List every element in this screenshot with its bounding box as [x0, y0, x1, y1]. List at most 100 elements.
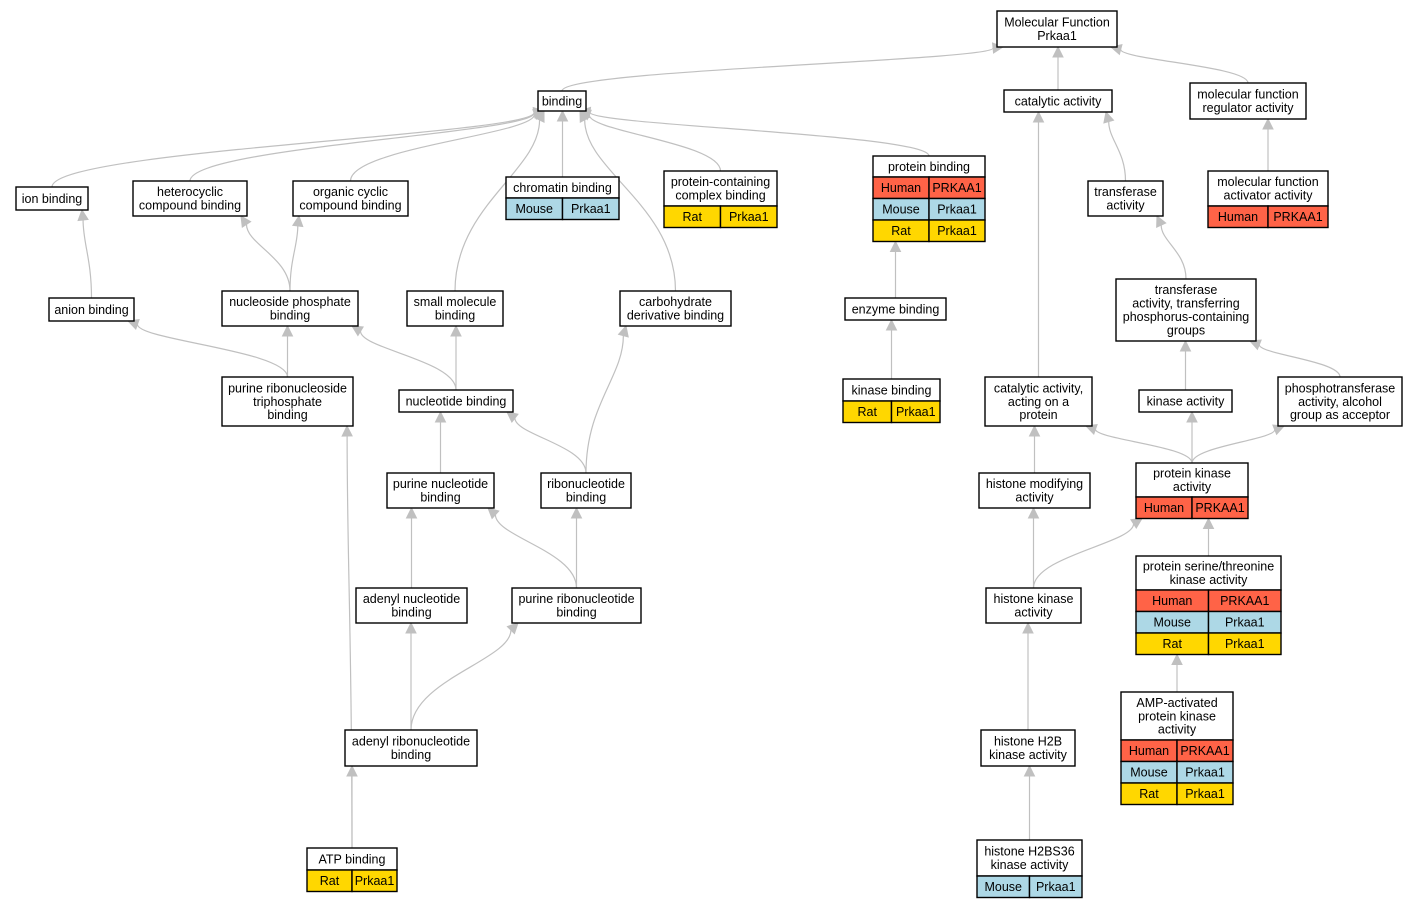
term-label: kinase activity — [1170, 573, 1249, 587]
gene-symbol: Prkaa1 — [896, 405, 936, 419]
term-node-ion-binding[interactable]: ion binding — [15, 186, 89, 211]
edge-ribonucleotide-to-carbohydrate-deriv — [585, 324, 629, 474]
term-box — [1189, 82, 1307, 120]
edge-histone-h2b-to-histone-kinase — [1022, 621, 1034, 731]
edge-adenyl-ribonucleotide-to-purine-ribonucleotide — [410, 622, 519, 731]
term-label: transferase — [1155, 283, 1218, 297]
term-label: binding — [435, 309, 475, 323]
term-box — [1135, 555, 1282, 591]
term-box — [15, 186, 89, 211]
gene-symbol: PRKAA1 — [932, 181, 981, 195]
term-label: protein serine/threonine — [1143, 560, 1274, 574]
term-box — [976, 839, 1083, 877]
edge-arrowhead — [1032, 110, 1045, 123]
term-label: binding — [267, 408, 307, 422]
term-label: activity — [1106, 199, 1145, 213]
gene-cell — [1176, 782, 1234, 806]
edge-kinase-binding-to-enzyme-binding — [885, 318, 898, 379]
term-label: binding — [391, 606, 431, 620]
edge-arrowhead — [341, 424, 353, 437]
species-name: Rat — [891, 224, 911, 238]
edge-arrowhead — [1171, 653, 1183, 665]
edge-arrowhead — [1052, 45, 1064, 58]
edge-line — [589, 111, 930, 157]
gene-cell — [561, 197, 620, 221]
gene-symbol: PRKAA1 — [1273, 210, 1322, 224]
edge-line — [1191, 429, 1276, 464]
species-name: Rat — [1163, 637, 1183, 651]
term-box — [984, 376, 1093, 427]
edge-arrowhead — [405, 506, 418, 519]
term-label: activity, transferring — [1132, 297, 1239, 311]
term-node-catalytic-activity[interactable]: catalytic activity — [1003, 89, 1113, 113]
term-node-nucleotide-binding[interactable]: nucleotide binding — [398, 389, 514, 413]
term-label: groups — [1167, 323, 1205, 337]
edge-transferase-phos-to-transferase — [1156, 214, 1187, 280]
term-box — [985, 587, 1082, 624]
species-name: Rat — [683, 210, 703, 224]
edge-line — [346, 435, 353, 849]
edge-protein-kinase-to-kinase-activity — [1186, 410, 1198, 464]
term-label: kinase activity — [989, 748, 1068, 762]
term-label: activity — [1173, 480, 1212, 494]
term-label: histone H2B — [994, 735, 1062, 749]
term-box — [980, 729, 1076, 767]
edge-purine-ribonucleotide-to-ribonucleotide — [570, 506, 583, 589]
term-box — [292, 180, 409, 217]
term-box — [844, 297, 947, 321]
term-node-enzyme-binding[interactable]: enzyme binding — [844, 297, 947, 321]
term-box — [1138, 389, 1233, 413]
term-node-binding[interactable]: binding — [537, 90, 587, 112]
term-box — [1207, 170, 1329, 207]
term-node-anion-binding[interactable]: anion binding — [48, 297, 135, 322]
term-label: enzyme binding — [852, 302, 940, 316]
edge-arrowhead — [506, 411, 519, 424]
gene-cell — [1267, 205, 1329, 229]
edge-line — [245, 224, 291, 292]
gene-cell — [719, 205, 778, 229]
species-name: Human — [1144, 501, 1184, 515]
term-node-kinase-activity[interactable]: kinase activity — [1138, 389, 1233, 413]
gene-symbol: Prkaa1 — [1225, 616, 1265, 630]
term-label: binding — [270, 309, 310, 323]
edge-purine-nucleotide-to-nucleotide-binding — [434, 410, 447, 473]
edge-arrowhead — [1156, 214, 1167, 228]
term-box — [1087, 180, 1164, 217]
term-label: purine ribonucleotide — [518, 592, 634, 606]
term-label: activity — [1158, 723, 1197, 737]
